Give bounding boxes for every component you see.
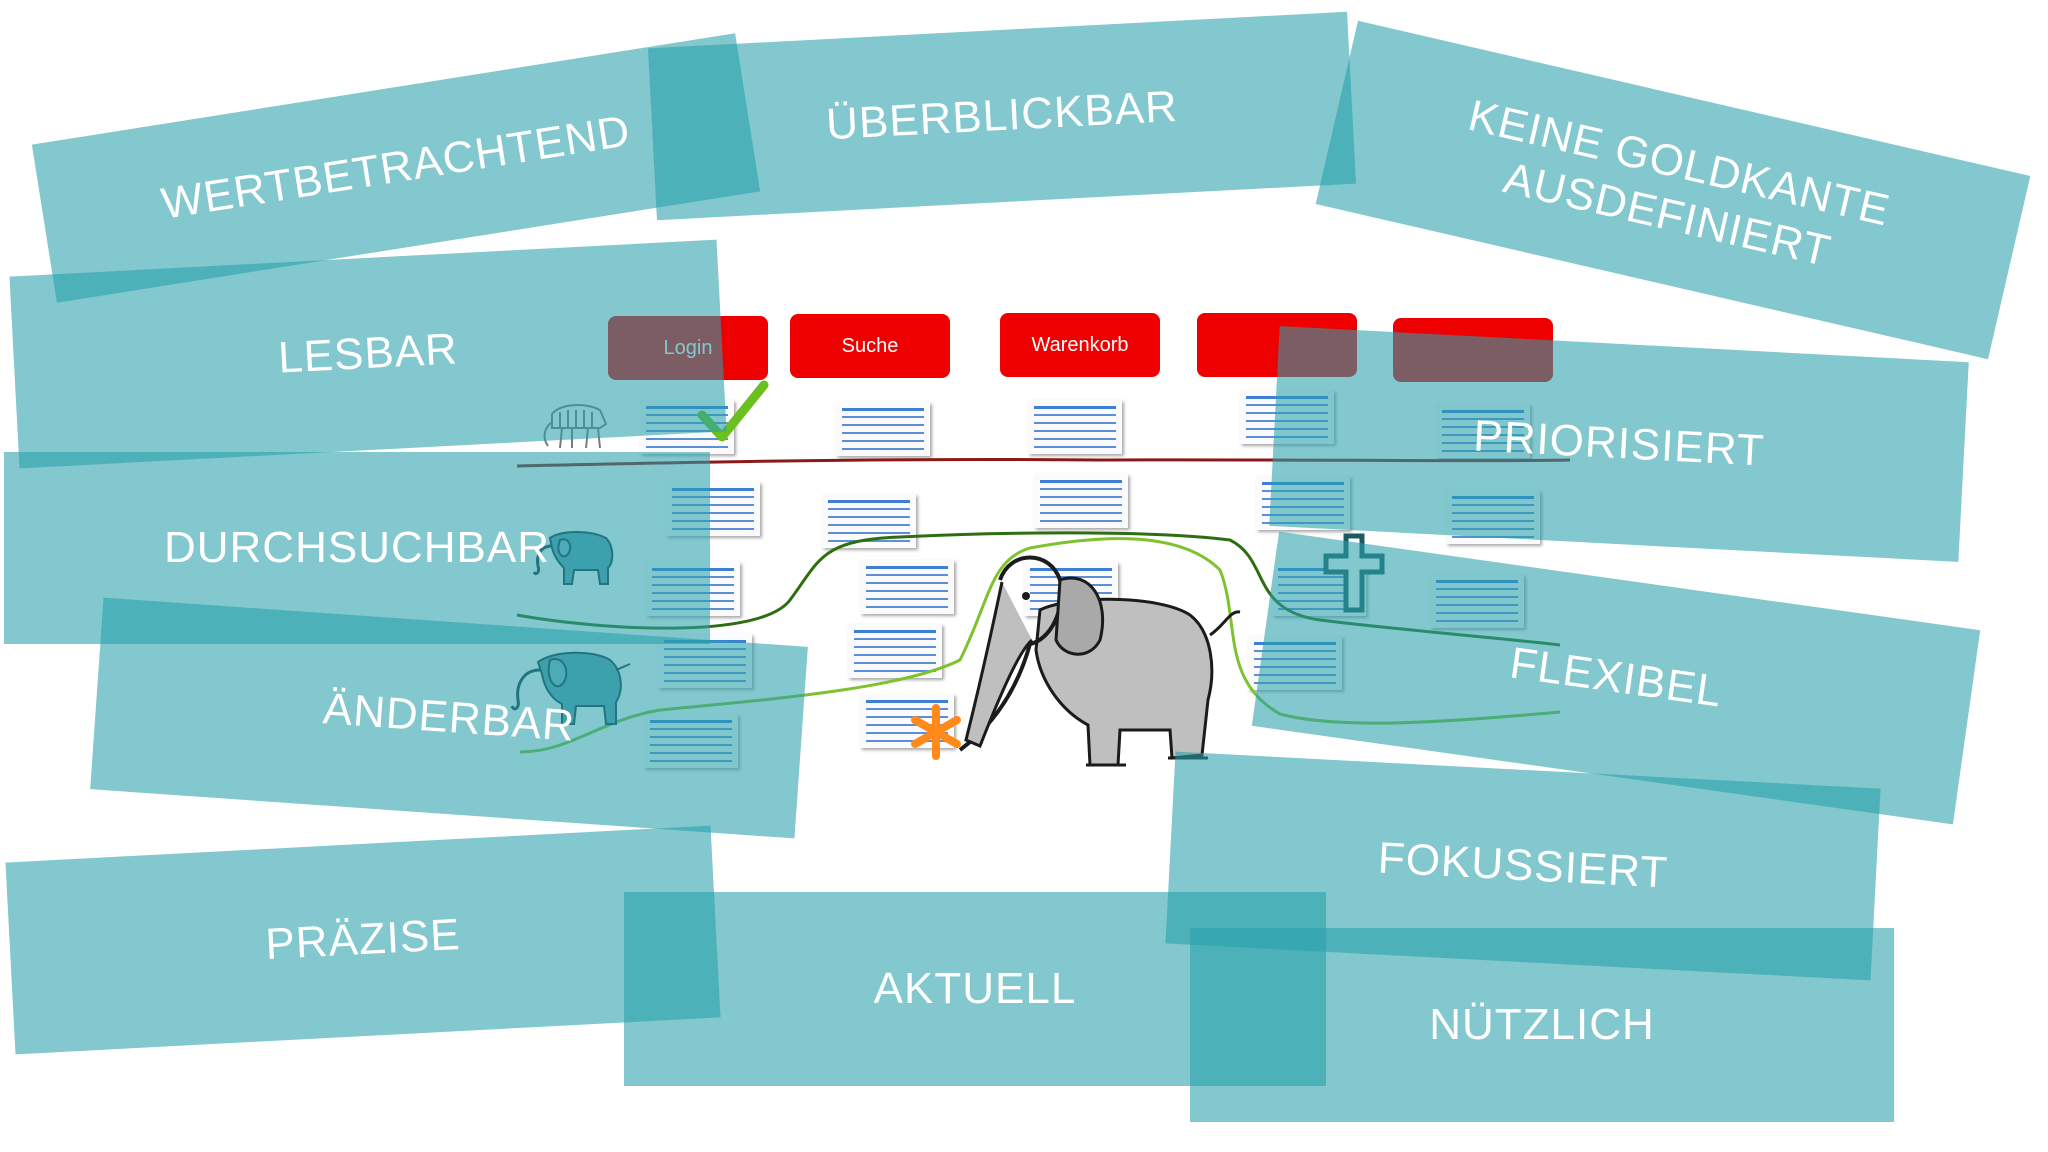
quality-label-nuetzlich: NÜTZLICH <box>1429 999 1655 1049</box>
quality-label-fokussiert: FOKUSSIERT <box>1376 833 1670 898</box>
column-header-warenkorb: Warenkorb <box>1000 313 1160 377</box>
story-card <box>1028 400 1122 454</box>
story-card <box>860 560 954 614</box>
story-card <box>836 402 930 456</box>
quality-label-priorisiert: PRIORISIERT <box>1472 411 1766 476</box>
quality-label-lesbar: LESBAR <box>276 323 459 383</box>
large-elephant-icon <box>958 555 1241 767</box>
story-card <box>1034 474 1128 528</box>
column-header-suche: Suche <box>790 314 950 378</box>
quality-card-ueberblickbar: ÜBERBLICKBAR <box>647 11 1357 221</box>
story-card <box>848 624 942 678</box>
quality-card-lesbar: LESBAR <box>9 239 727 469</box>
quality-label-ueberblickbar: ÜBERBLICKBAR <box>824 81 1179 149</box>
quality-label-flexibel: FLEXIBEL <box>1507 637 1726 717</box>
quality-card-priorisiert: PRIORISIERT <box>1269 326 1969 562</box>
quality-label-durchsuchbar: DURCHSUCHBAR <box>163 522 551 572</box>
quality-card-nuetzlich: NÜTZLICH <box>1190 928 1894 1122</box>
quality-label-praezise: PRÄZISE <box>264 909 462 969</box>
quality-label-aenderbar: ÄNDERBAR <box>321 683 577 751</box>
quality-label-aktuell: AKTUELL <box>873 963 1077 1013</box>
asterisk-icon <box>911 704 961 760</box>
quality-label-wertbetrachtend: WERTBETRACHTEND <box>158 105 634 229</box>
quality-card-praezise: PRÄZISE <box>5 825 721 1055</box>
